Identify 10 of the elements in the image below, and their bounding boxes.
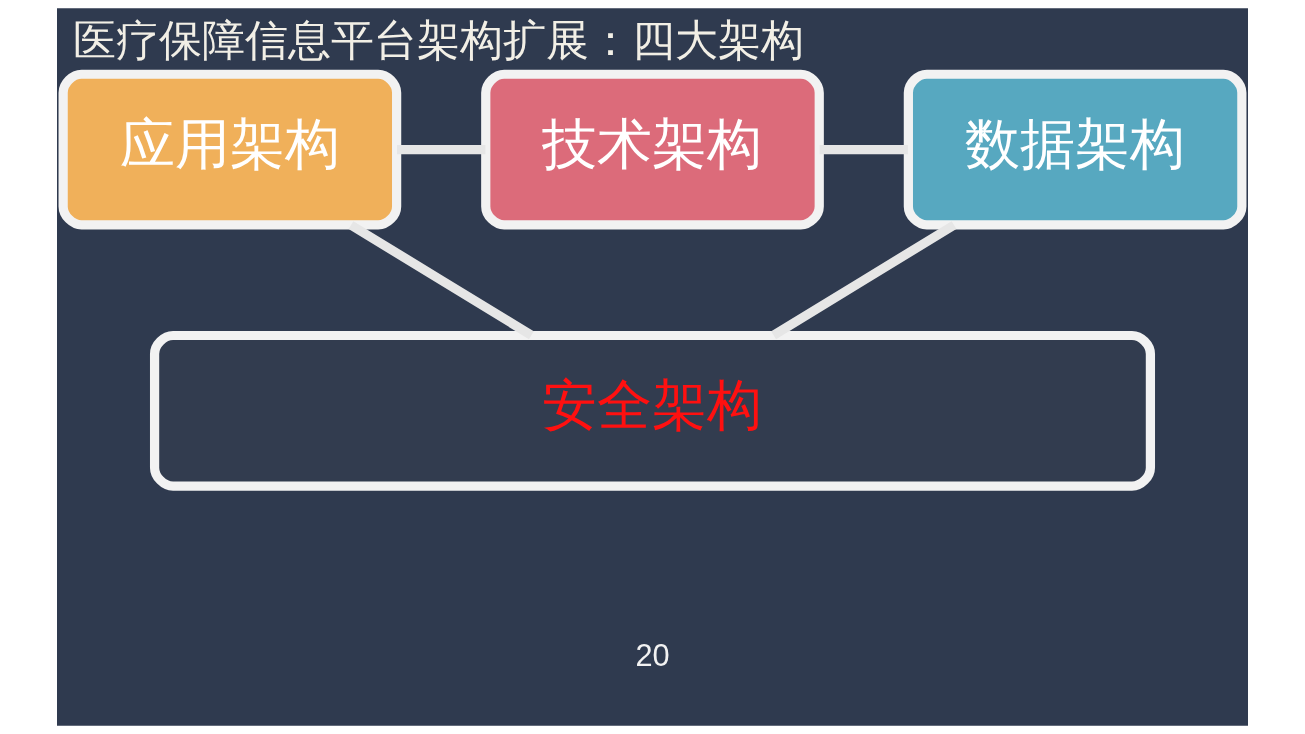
diagram-title: 医疗保障信息平台架构扩展：四大架构	[72, 15, 804, 64]
node-box: 技术架构	[481, 69, 824, 230]
connector	[771, 221, 957, 340]
node-box: 应用架构	[58, 69, 402, 230]
label: 20	[635, 637, 670, 673]
node-box: 数据架构	[903, 69, 1247, 230]
connector	[819, 144, 908, 155]
node-box: 安全架构	[150, 330, 1155, 491]
connector	[397, 144, 486, 155]
connector	[348, 221, 534, 340]
